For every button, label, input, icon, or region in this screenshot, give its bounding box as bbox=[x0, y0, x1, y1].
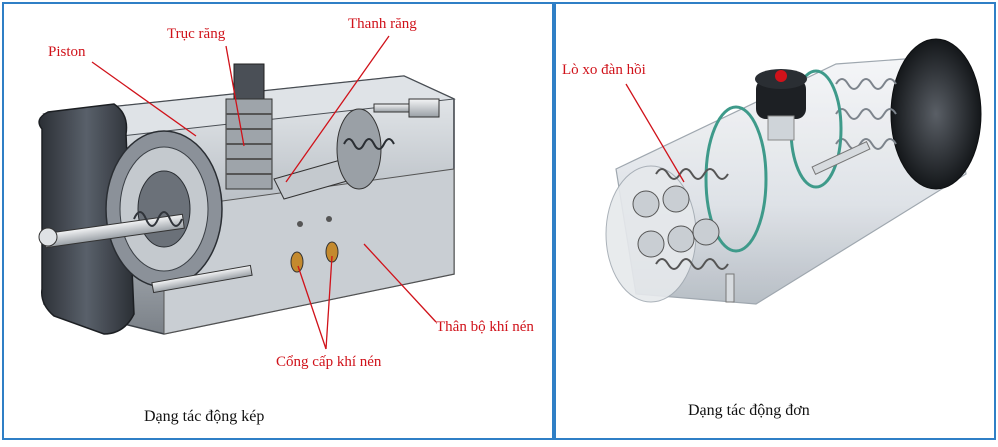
leader-lines bbox=[625, 83, 685, 183]
pinion-shaft bbox=[225, 63, 273, 190]
position-indicator-knob bbox=[755, 69, 807, 141]
spring-cluster-left bbox=[632, 168, 729, 270]
adjusting-screw bbox=[38, 213, 185, 249]
double-acting-panel: Piston Trục răng Thanh răng Thân bộ khí … bbox=[2, 2, 554, 440]
end-cap-right bbox=[890, 38, 982, 190]
tie-bolts bbox=[725, 141, 871, 303]
air-ports bbox=[290, 216, 339, 273]
label-piston: Piston bbox=[48, 44, 86, 60]
label-rack: Thanh răng bbox=[348, 16, 417, 32]
label-spring: Lò xo đàn hồi bbox=[562, 62, 646, 78]
end-cap-left bbox=[38, 103, 135, 335]
piston-cutaway bbox=[105, 130, 223, 288]
spring-cluster-right bbox=[835, 78, 897, 150]
label-pinion: Trục răng bbox=[167, 26, 226, 42]
label-air-ports: Cổng cấp khí nén bbox=[276, 354, 382, 370]
bottom-rod bbox=[151, 264, 253, 294]
double-acting-actuator-illustration bbox=[38, 35, 456, 350]
single-acting-actuator-illustration bbox=[605, 38, 982, 305]
caption-double-acting: Dạng tác động kép bbox=[144, 408, 265, 425]
spring-coil bbox=[133, 211, 183, 227]
leader-lines bbox=[91, 35, 437, 350]
label-body: Thân bộ khí nén bbox=[436, 319, 534, 335]
single-acting-panel: Lò xo đàn hồi Dạng tác động đơn bbox=[554, 2, 996, 440]
right-chamber bbox=[336, 98, 440, 190]
caption-single-acting: Dạng tác động đơn bbox=[688, 402, 810, 419]
